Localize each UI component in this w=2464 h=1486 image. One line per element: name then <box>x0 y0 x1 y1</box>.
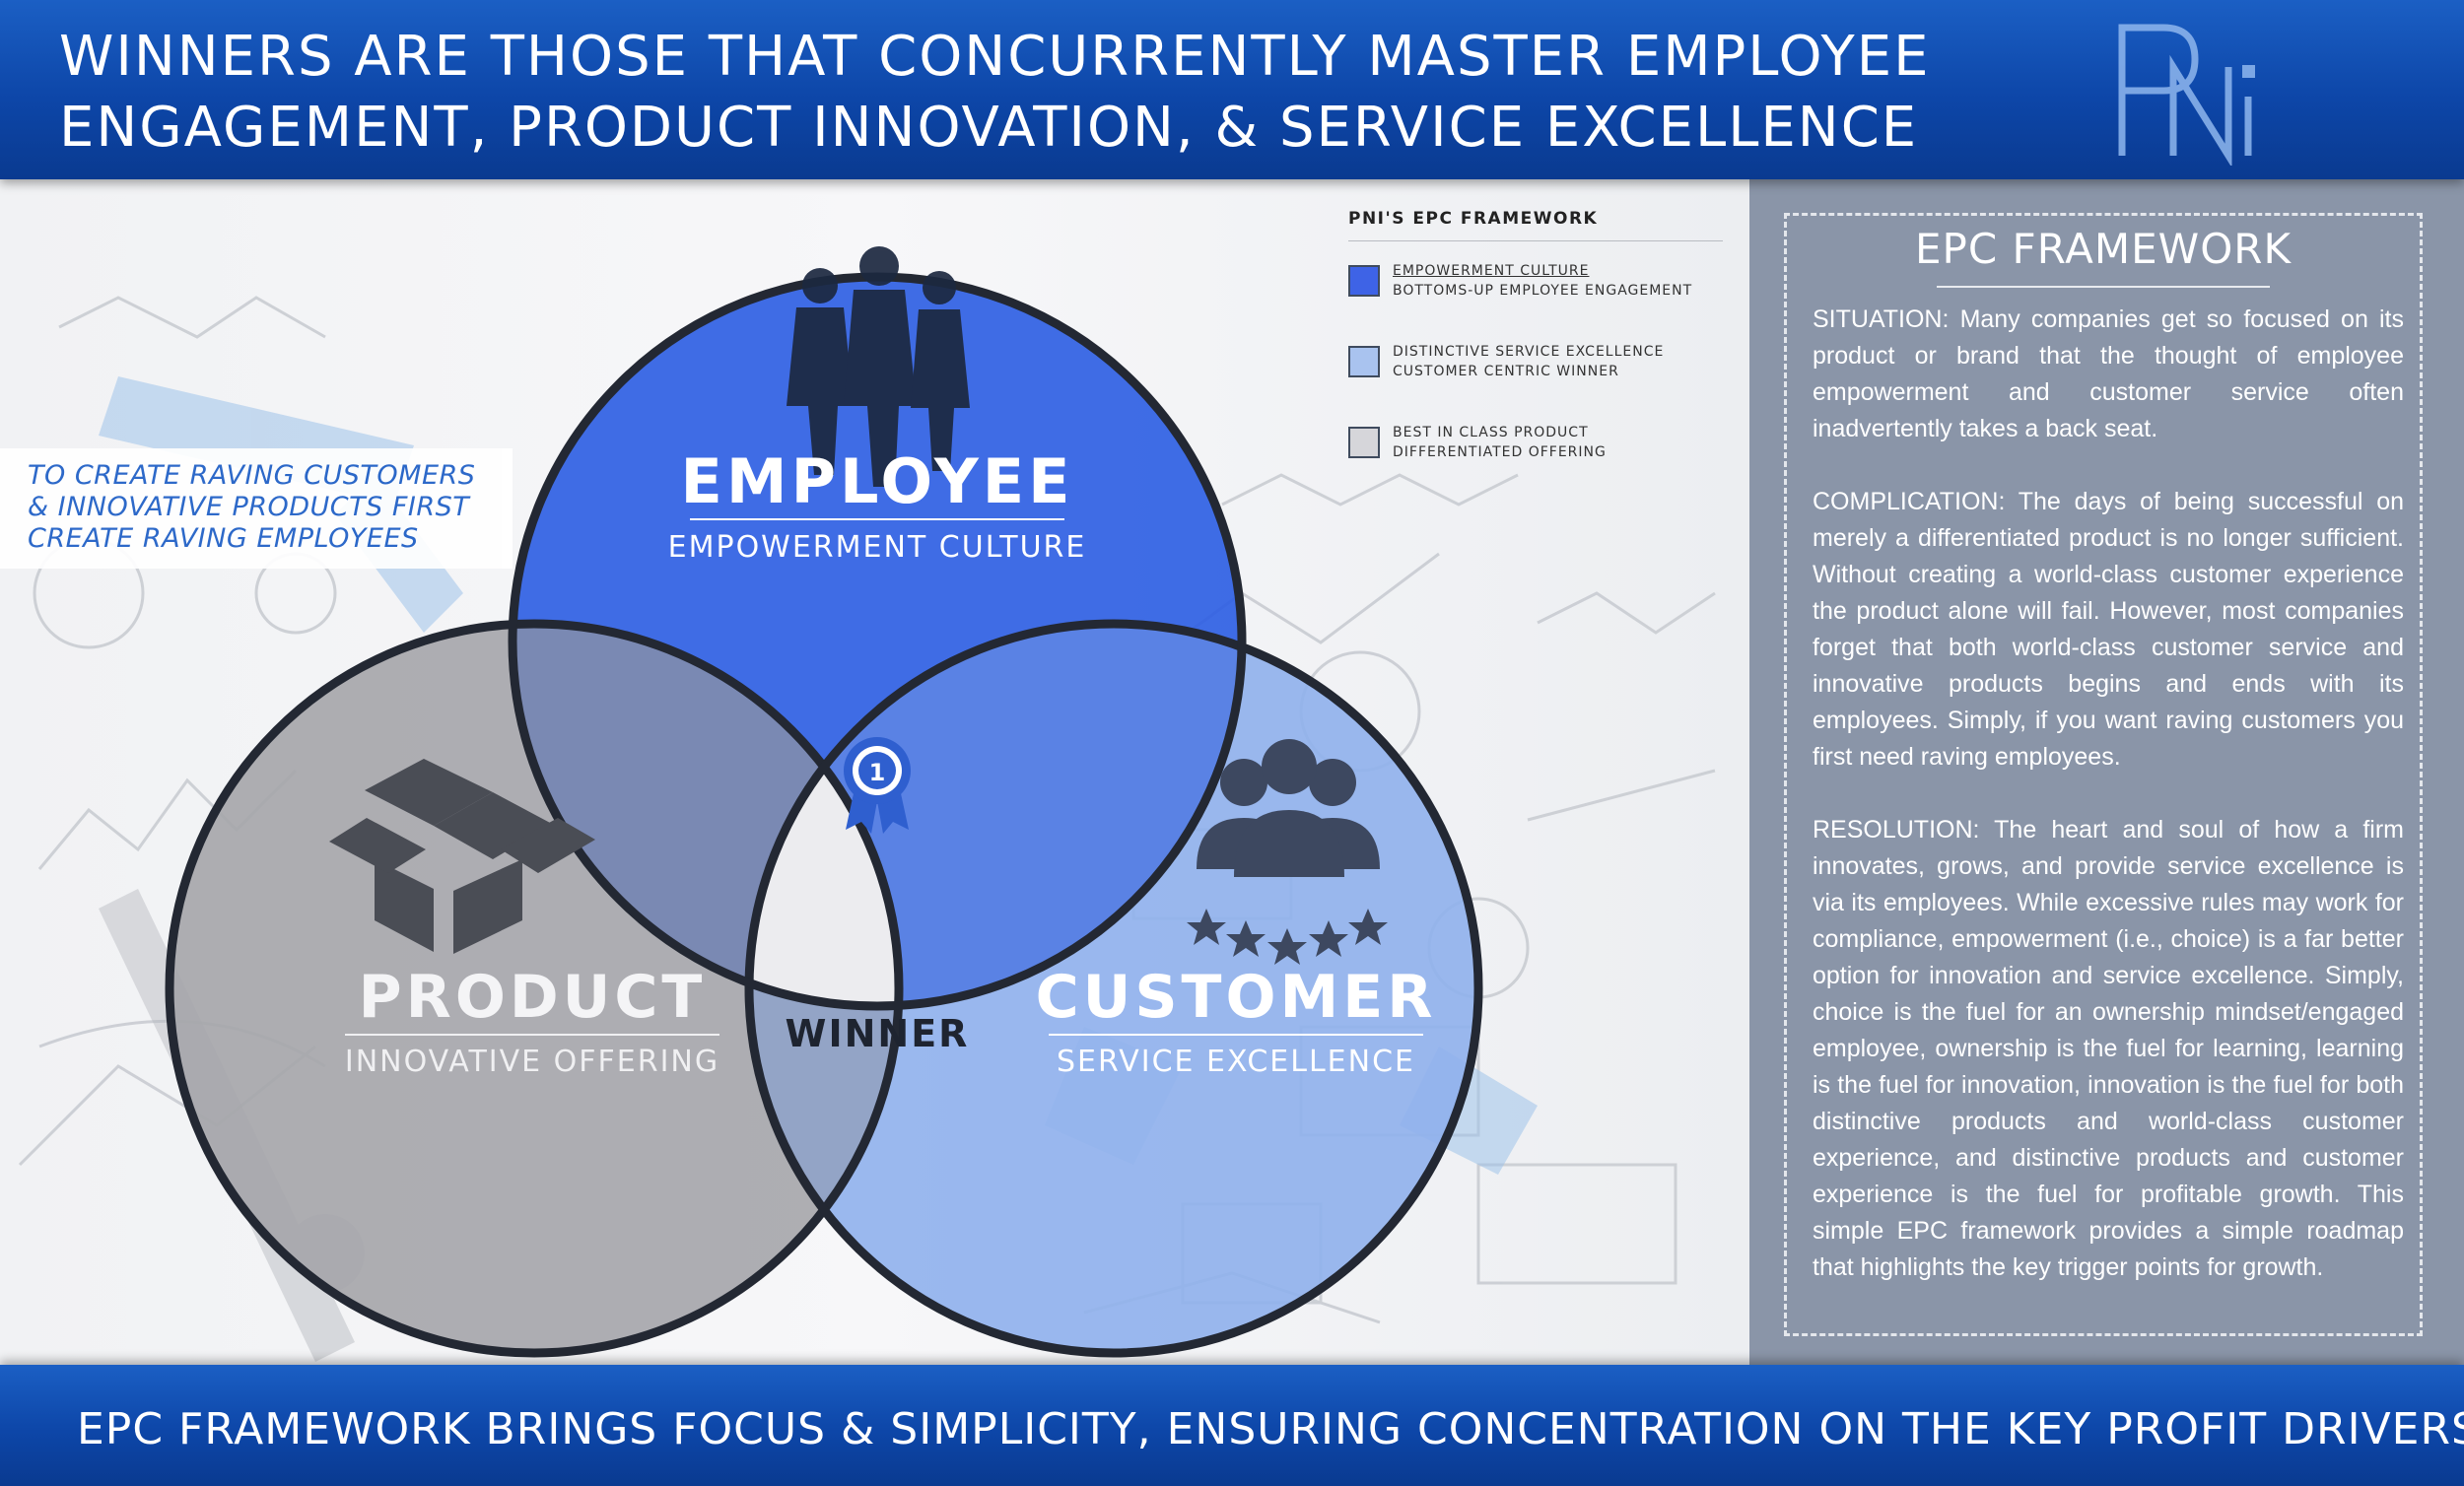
situation-label: SITUATION <box>1813 305 1943 333</box>
product-subtitle: INNOVATIVE OFFERING <box>344 1045 720 1079</box>
complication-label: COMPLICATION <box>1813 488 1999 515</box>
legend-item-product: BEST IN CLASS PRODUCT DIFFERENTIATED OFF… <box>1348 423 1723 484</box>
situation-text: : Many companies get so focused on its p… <box>1813 305 2404 442</box>
legend-item-employee: EMPOWERMENT CULTURE BOTTOMS-UP EMPLOYEE … <box>1348 261 1723 322</box>
complication-text: : The days of being successful on merely… <box>1813 488 2404 771</box>
people-silhouette-icon <box>787 246 970 487</box>
complication-paragraph: COMPLICATION: The days of being successf… <box>1813 484 2404 776</box>
customer-title-underline <box>1049 1034 1423 1036</box>
legend-swatch-employee <box>1348 265 1380 297</box>
legend-customer-line-1: DISTINCTIVE SERVICE EXCELLENCE <box>1393 344 1665 360</box>
customer-subtitle: SERVICE EXCELLENCE <box>1057 1045 1415 1079</box>
legend-text-product: BEST IN CLASS PRODUCT DIFFERENTIATED OFF… <box>1393 423 1607 462</box>
venn-svg: 1 <box>165 246 1483 1358</box>
resolution-label: RESOLUTION <box>1813 816 1973 844</box>
legend-title: PNI'S EPC FRAMEWORK <box>1348 209 1723 241</box>
tagline-line-2: & INNOVATIVE PRODUCTS FIRST <box>28 492 470 522</box>
page-title: WINNERS ARE THOSE THAT CONCURRENTLY MAST… <box>59 22 2089 164</box>
legend-text-customer: DISTINCTIVE SERVICE EXCELLENCE CUSTOMER … <box>1393 342 1664 381</box>
venn-diagram: 1 EMPLOYEE EMPOWERMENT CULTURE PRODUCT I… <box>0 179 1749 1365</box>
footer-bar: EPC FRAMEWORK BRINGS FOCUS & SIMPLICITY,… <box>0 1365 2464 1486</box>
tagline-line-3: CREATE RAVING EMPLOYEES <box>28 523 419 554</box>
panel-title-rule <box>1937 286 2270 288</box>
framework-legend: PNI'S EPC FRAMEWORK EMPOWERMENT CULTURE … <box>1348 209 1723 484</box>
open-box-icon <box>329 759 595 954</box>
panel-dashed-border <box>1784 213 2423 1336</box>
legend-text-employee: EMPOWERMENT CULTURE BOTTOMS-UP EMPLOYEE … <box>1393 261 1692 301</box>
header-bar: WINNERS ARE THOSE THAT CONCURRENTLY MAST… <box>0 0 2464 179</box>
resolution-paragraph: RESOLUTION: The heart and soul of how a … <box>1813 812 2404 1286</box>
legend-swatch-product <box>1348 427 1380 458</box>
panel-title: EPC FRAMEWORK <box>1915 225 2292 273</box>
employee-title: EMPLOYEE <box>680 445 1074 517</box>
title-line-2: ENGAGEMENT, PRODUCT INNOVATION, & SERVIC… <box>59 96 1919 160</box>
panel-body: SITUATION: Many companies get so focused… <box>1813 302 2404 1322</box>
epc-framework-panel: EPC FRAMEWORK SITUATION: Many companies … <box>1749 179 2464 1365</box>
product-outline <box>165 619 904 1358</box>
product-title: PRODUCT <box>358 963 707 1032</box>
legend-customer-line-2: CUSTOMER CENTRIC WINNER <box>1393 364 1619 379</box>
situation-paragraph: SITUATION: Many companies get so focused… <box>1813 302 2404 447</box>
award-number: 1 <box>869 759 886 786</box>
pni-logo <box>2118 24 2255 166</box>
tagline-text: TO CREATE RAVING CUSTOMERS & INNOVATIVE … <box>28 460 475 555</box>
footer-text: EPC FRAMEWORK BRINGS FOCUS & SIMPLICITY,… <box>77 1404 2464 1454</box>
award-ribbon-icon <box>844 737 911 834</box>
employee-title-underline <box>690 518 1064 520</box>
winner-label: WINNER <box>785 1012 970 1055</box>
customer-title: CUSTOMER <box>1035 963 1437 1032</box>
legend-employee-line-1: EMPOWERMENT CULTURE <box>1393 263 1590 279</box>
legend-employee-line-2: BOTTOMS-UP EMPLOYEE ENGAGEMENT <box>1393 283 1693 299</box>
employee-subtitle: EMPOWERMENT CULTURE <box>667 530 1087 565</box>
legend-swatch-customer <box>1348 346 1380 377</box>
title-line-1: WINNERS ARE THOSE THAT CONCURRENTLY MAST… <box>59 25 1931 89</box>
customer-group-stars-icon <box>1187 739 1388 965</box>
tagline-line-1: TO CREATE RAVING CUSTOMERS <box>28 460 476 491</box>
resolution-text: : The heart and soul of how a firm innov… <box>1813 816 2404 1281</box>
product-title-underline <box>345 1034 719 1036</box>
legend-product-line-1: BEST IN CLASS PRODUCT <box>1393 425 1589 440</box>
legend-product-line-2: DIFFERENTIATED OFFERING <box>1393 444 1607 460</box>
tagline-banner: TO CREATE RAVING CUSTOMERS & INNOVATIVE … <box>0 448 513 569</box>
legend-item-customer: DISTINCTIVE SERVICE EXCELLENCE CUSTOMER … <box>1348 342 1723 403</box>
customer-outline <box>744 619 1483 1358</box>
